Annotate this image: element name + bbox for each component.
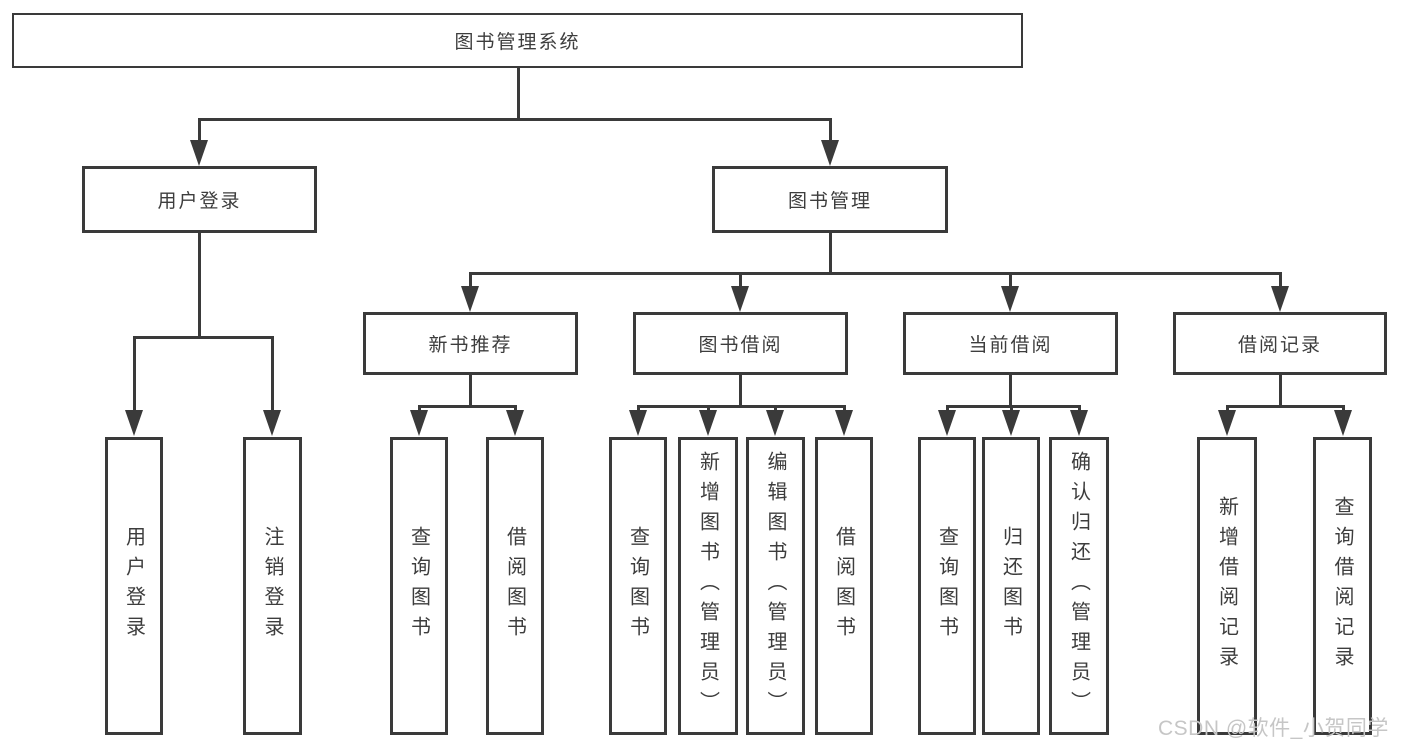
connector-line (197, 118, 201, 144)
leaf-label: 归还图书 (999, 526, 1022, 646)
leaf-borrow-books-recommend: 借阅图书 (486, 437, 544, 735)
connector-line (516, 68, 520, 120)
node-label: 借阅记录 (1237, 335, 1322, 356)
arrowhead (263, 410, 281, 436)
connector-line (270, 336, 274, 414)
arrowhead (1271, 286, 1289, 312)
arrowhead (821, 140, 839, 166)
arrowhead (461, 286, 479, 312)
arrowhead (1002, 410, 1020, 436)
leaf-label: 借阅图书 (503, 526, 526, 646)
node-borrowing-records: 借阅记录 (1173, 312, 1387, 375)
connector-line (1225, 405, 1345, 408)
node-new-book-recommendation: 新书推荐 (363, 312, 578, 375)
connector-line (132, 336, 136, 414)
arrowhead (731, 286, 749, 312)
connector-line (417, 405, 517, 408)
connector-line (1278, 375, 1282, 408)
node-label: 图书管理 (787, 191, 872, 212)
arrowhead (629, 410, 647, 436)
connector-line (636, 405, 846, 408)
leaf-label: 查询图书 (407, 526, 430, 646)
connector-line (468, 272, 472, 290)
leaf-label: 注销登录 (261, 526, 283, 646)
csdn-watermark: CSDN @软件_小贺同学 (1158, 717, 1389, 740)
node-label: 图书管理系统 (454, 32, 581, 53)
connector-line (468, 375, 472, 408)
connector-line (945, 405, 1081, 408)
arrowhead (1001, 286, 1019, 312)
connector-line (1278, 272, 1282, 290)
leaf-borrow-books: 借阅图书 (815, 437, 873, 735)
leaf-query-books-borrow: 查询图书 (609, 437, 667, 735)
leaf-query-borrow-record: 查询借阅记录 (1313, 437, 1372, 735)
arrowhead (410, 410, 428, 436)
arrowhead (190, 140, 208, 166)
connector-line (132, 336, 274, 339)
connector-line (197, 118, 832, 121)
leaf-user-login: 用户登录 (105, 437, 163, 735)
connector-line (828, 118, 832, 144)
arrowhead (1334, 410, 1352, 436)
leaf-confirm-return-admin: 确认归还（管理员） (1049, 437, 1109, 735)
leaf-label: 用户登录 (122, 526, 145, 646)
leaf-query-books-current: 查询图书 (918, 437, 976, 735)
leaf-label: 确认归还（管理员） (1067, 451, 1090, 721)
arrowhead (506, 410, 524, 436)
connector-line (198, 233, 201, 339)
node-current-borrowing: 当前借阅 (903, 312, 1118, 375)
node-user-login: 用户登录 (82, 166, 317, 233)
connector-line (1008, 375, 1012, 408)
node-label: 当前借阅 (968, 335, 1053, 356)
arrowhead (699, 410, 717, 436)
leaf-add-borrow-record: 新增借阅记录 (1197, 437, 1257, 735)
arrowhead (1070, 410, 1088, 436)
leaf-label: 查询图书 (935, 526, 958, 646)
connector-line (1008, 272, 1012, 290)
leaf-label: 新增图书（管理员） (696, 451, 719, 721)
connector-line (828, 233, 832, 275)
node-book-borrowing: 图书借阅 (633, 312, 848, 375)
leaf-add-books-admin: 新增图书（管理员） (678, 437, 738, 735)
leaf-query-books-recommend: 查询图书 (390, 437, 448, 735)
node-label: 新书推荐 (428, 335, 513, 356)
node-book-management: 图书管理 (712, 166, 948, 233)
leaf-label: 新增借阅记录 (1215, 496, 1238, 676)
node-label: 图书借阅 (698, 335, 783, 356)
node-library-management-system: 图书管理系统 (12, 13, 1023, 68)
leaf-edit-books-admin: 编辑图书（管理员） (746, 437, 805, 735)
leaf-logout: 注销登录 (243, 437, 302, 735)
leaf-label: 查询图书 (626, 526, 649, 646)
leaf-label: 查询借阅记录 (1331, 496, 1353, 676)
connector-line (738, 272, 742, 290)
arrowhead (938, 410, 956, 436)
leaf-label: 编辑图书（管理员） (764, 451, 786, 721)
arrowhead (125, 410, 143, 436)
arrowhead (835, 410, 853, 436)
arrowhead (766, 410, 784, 436)
node-label: 用户登录 (157, 191, 242, 212)
arrowhead (1218, 410, 1236, 436)
connector-line (468, 272, 1282, 275)
leaf-label: 借阅图书 (832, 526, 855, 646)
leaf-return-books: 归还图书 (982, 437, 1040, 735)
connector-line (738, 375, 742, 408)
